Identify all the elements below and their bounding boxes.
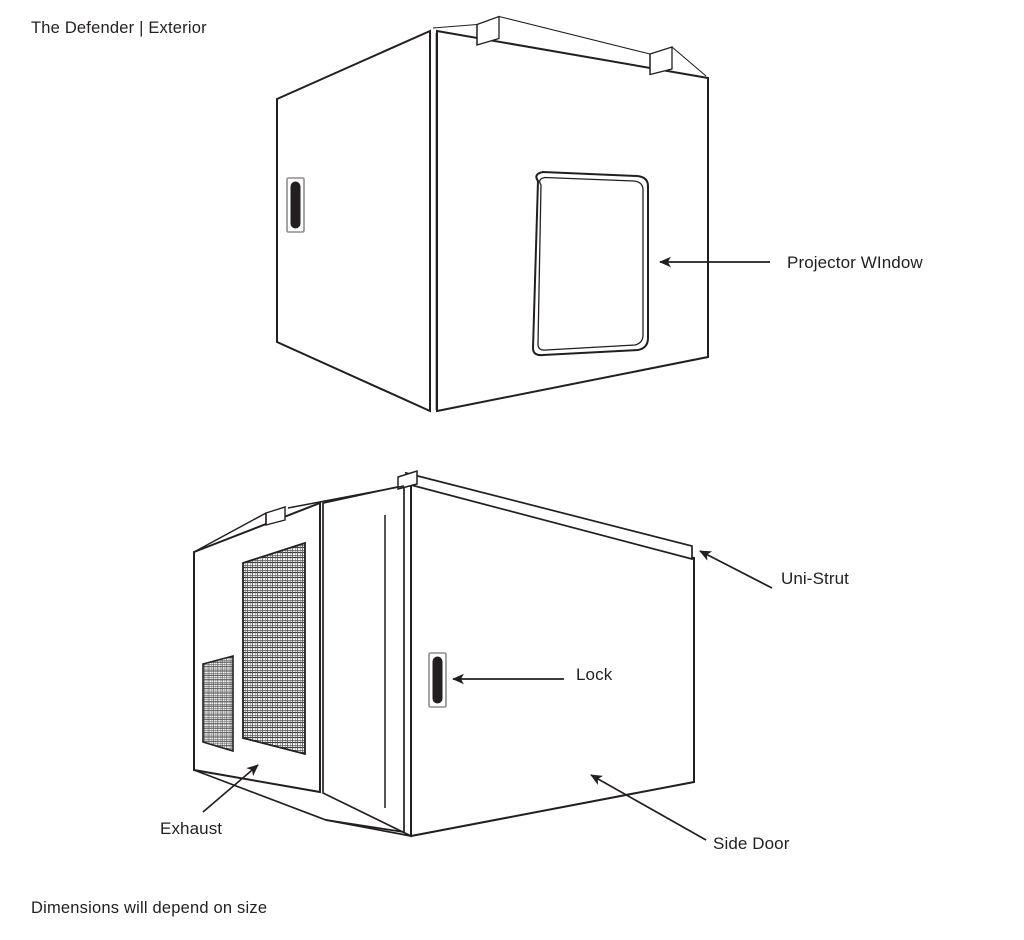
exhaust-grille-small	[202, 654, 234, 753]
callout-label-side-door: Side Door	[713, 834, 790, 853]
projector-window-opening	[531, 170, 649, 357]
lower-unistrut-tab-rear	[265, 506, 286, 526]
callout-label-exhaust: Exhaust	[160, 819, 222, 838]
lower-base-edges	[193, 769, 412, 837]
lower-unistrut-tab-front	[397, 469, 418, 490]
callout-exhaust	[202, 764, 259, 813]
exhaust-grille-large	[242, 541, 306, 756]
lower-enclosure	[193, 469, 695, 838]
upper-lock	[286, 177, 305, 233]
callout-label-lock: Lock	[576, 665, 613, 684]
lower-lock	[428, 652, 447, 708]
upper-unistrut-tab-right	[649, 46, 673, 76]
callout-label-uni-strut: Uni-Strut	[781, 569, 849, 588]
upper-door-stile	[429, 31, 438, 411]
footer-note: Dimensions will depend on size	[31, 899, 268, 917]
callout-side-door	[590, 774, 707, 841]
lower-back-wall	[322, 482, 412, 838]
upper-top-flange	[432, 15, 707, 77]
callout-label-projector-window: Projector WIndow	[787, 253, 923, 272]
page-title: The Defender | Exterior	[31, 19, 207, 37]
lower-door-frame	[384, 487, 405, 832]
upper-unistrut-tab-left	[476, 15, 500, 46]
callout-uni-strut	[699, 550, 773, 589]
upper-enclosure	[276, 15, 709, 413]
lower-rear-flange	[193, 485, 405, 553]
